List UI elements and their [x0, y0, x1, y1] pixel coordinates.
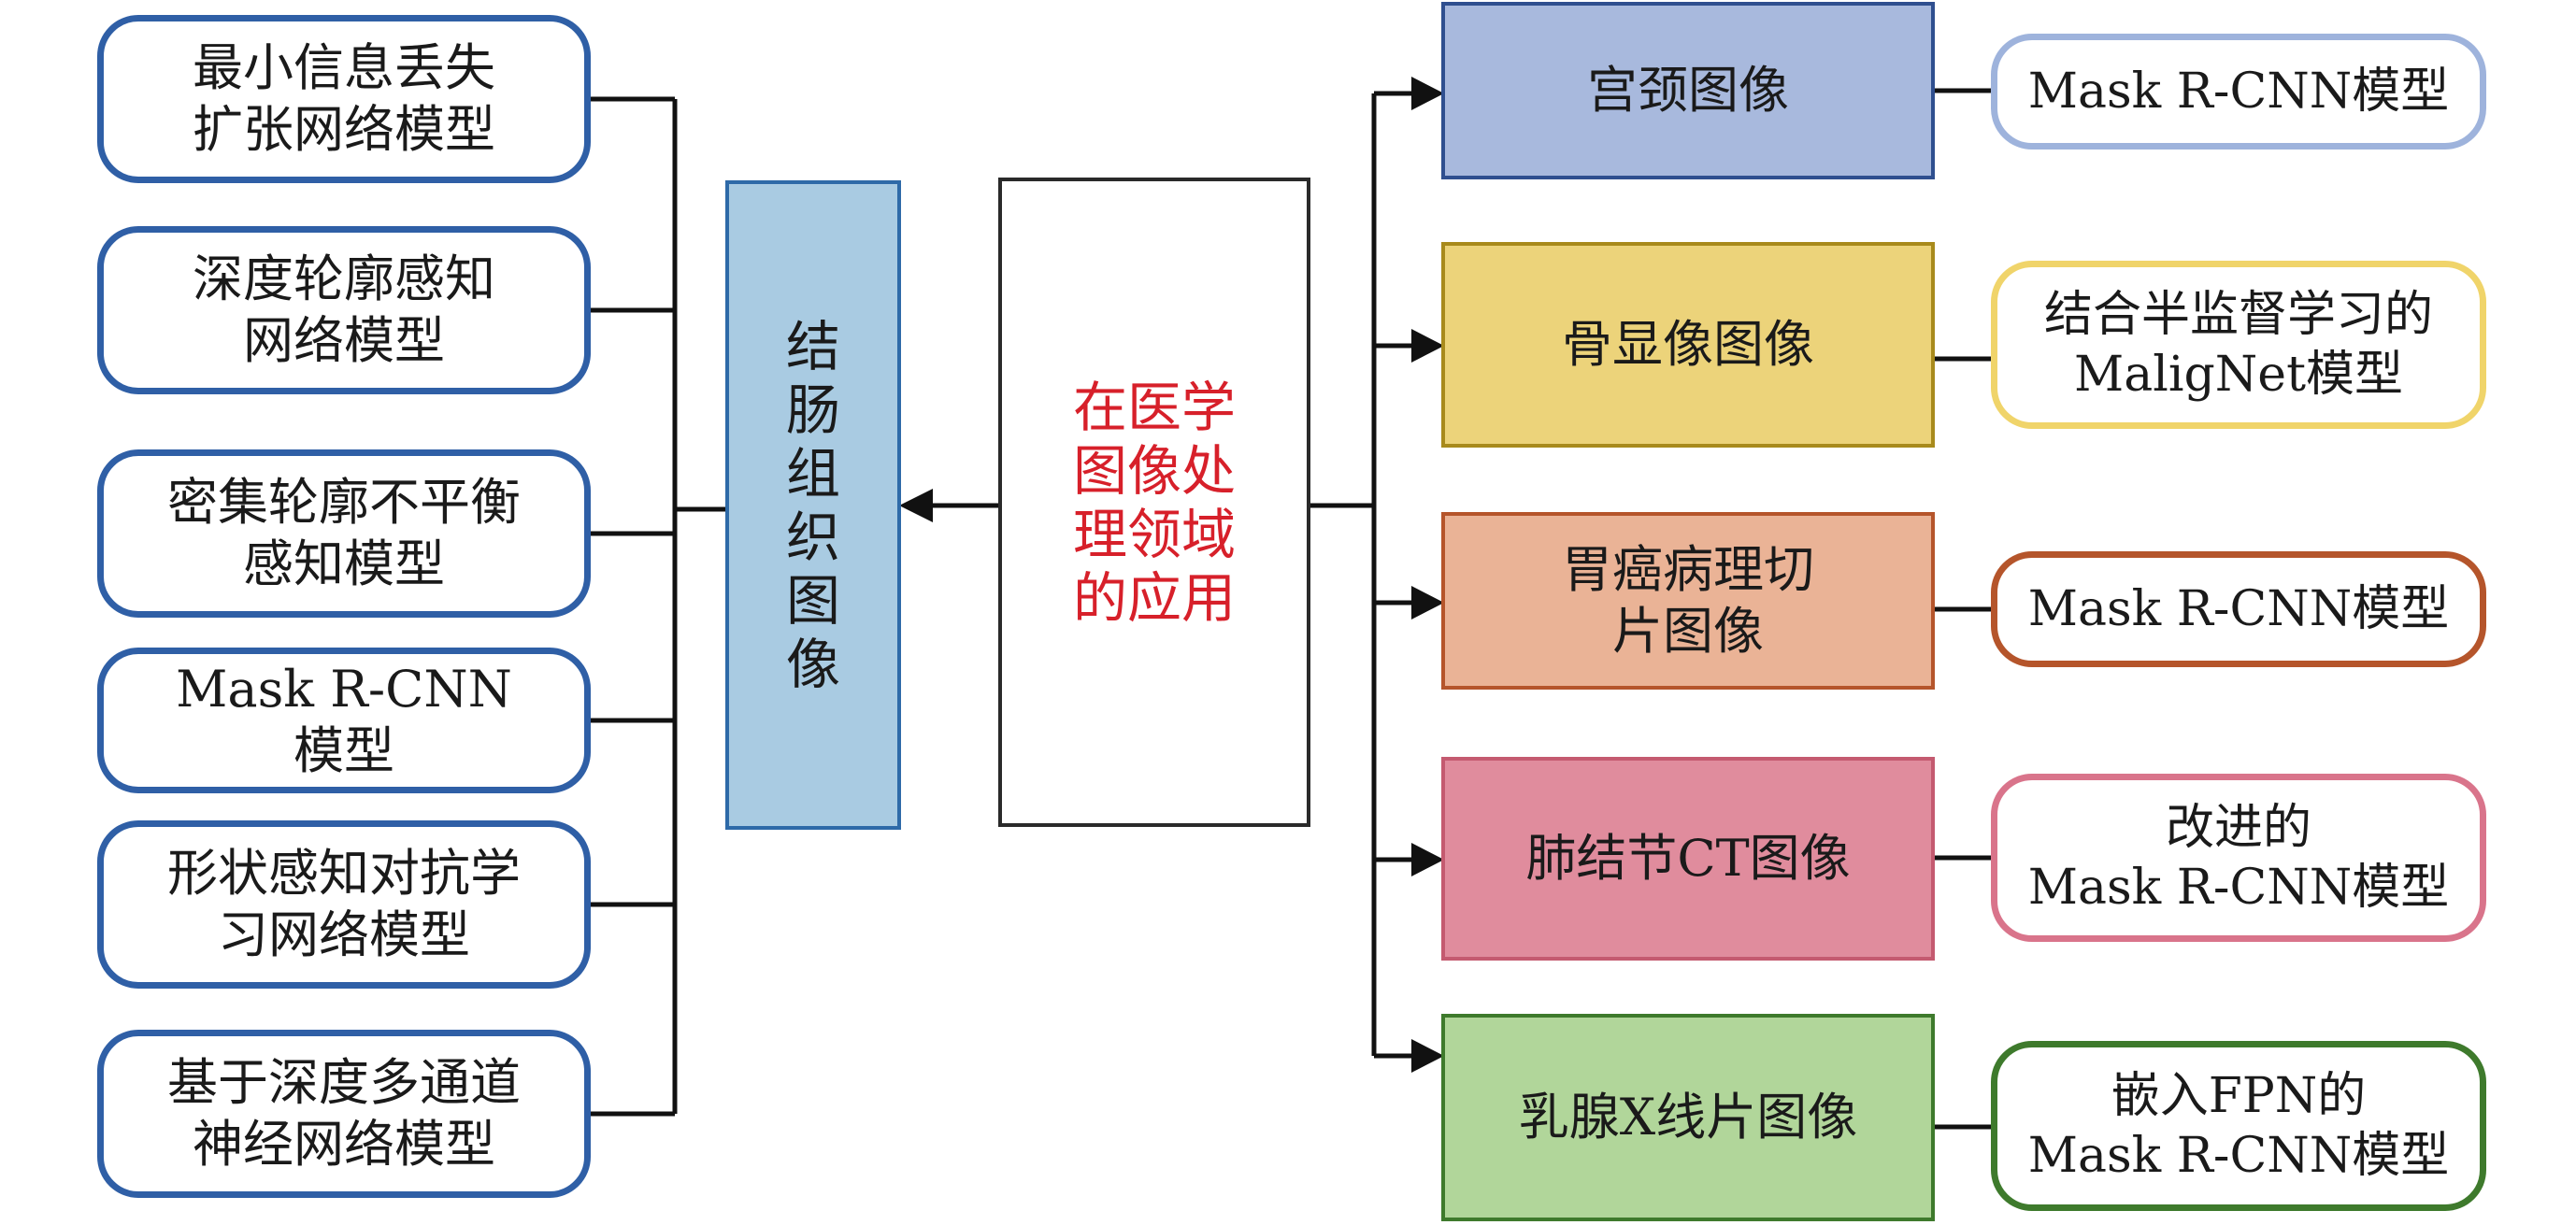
image-type-box-5: 乳腺X线片图像	[1441, 1014, 1935, 1221]
right-model-box-5: 嵌入FPN的 Mask R-CNN模型	[1991, 1041, 2486, 1211]
colon-tissue-label: 结肠组织图像	[785, 314, 840, 696]
left-model-label: 密集轮廓不平衡 感知模型	[167, 473, 521, 593]
arrowhead-image-5	[1411, 1039, 1444, 1073]
left-model-label: 深度轮廓感知 网络模型	[193, 249, 495, 370]
arrowhead-image-1	[1411, 77, 1444, 110]
arrowhead-image-4	[1411, 843, 1444, 876]
left-model-box-5: 形状感知对抗学 习网络模型	[97, 820, 591, 989]
left-model-box-4: Mask R-CNN 模型	[97, 648, 591, 793]
left-model-label: Mask R-CNN 模型	[176, 660, 512, 780]
right-model-box-4: 改进的 Mask R-CNN模型	[1991, 774, 2486, 942]
right-model-label: 结合半监督学习的 MaligNet模型	[2043, 287, 2433, 403]
image-type-label: 肺结节CT图像	[1525, 829, 1851, 888]
right-model-label: 嵌入FPN的 Mask R-CNN模型	[2027, 1068, 2450, 1184]
right-model-box-1: Mask R-CNN模型	[1991, 34, 2486, 150]
arrowhead-image-3	[1411, 586, 1444, 620]
image-type-label: 乳腺X线片图像	[1518, 1088, 1858, 1147]
image-type-box-1: 宫颈图像	[1441, 2, 1935, 179]
right-model-box-3: Mask R-CNN模型	[1991, 551, 2486, 667]
right-model-label: 改进的 Mask R-CNN模型	[2027, 800, 2450, 916]
left-model-box-3: 密集轮廓不平衡 感知模型	[97, 449, 591, 618]
colon-tissue-box: 结肠组织图像	[725, 180, 901, 830]
left-model-box-2: 深度轮廓感知 网络模型	[97, 226, 591, 394]
image-type-label: 胃癌病理切 片图像	[1562, 540, 1814, 661]
arrowhead-colon	[899, 489, 933, 522]
image-type-box-4: 肺结节CT图像	[1441, 757, 1935, 961]
left-model-label: 基于深度多通道 神经网络模型	[167, 1053, 521, 1174]
left-model-label: 形状感知对抗学 习网络模型	[167, 844, 521, 964]
image-type-label: 宫颈图像	[1587, 61, 1789, 120]
left-model-label: 最小信息丢失 扩张网络模型	[193, 38, 495, 159]
image-type-box-3: 胃癌病理切 片图像	[1441, 512, 1935, 690]
right-model-box-2: 结合半监督学习的 MaligNet模型	[1991, 261, 2486, 429]
image-type-label: 骨显像图像	[1562, 315, 1814, 374]
arrowhead-image-2	[1411, 329, 1444, 363]
left-model-box-1: 最小信息丢失 扩张网络模型	[97, 15, 591, 183]
image-type-box-2: 骨显像图像	[1441, 242, 1935, 448]
right-model-label: Mask R-CNN模型	[2027, 581, 2450, 637]
application-label: 在医学图像处理领域的应用	[1072, 375, 1236, 630]
application-box: 在医学图像处理领域的应用	[998, 178, 1310, 827]
right-model-label: Mask R-CNN模型	[2027, 64, 2450, 120]
left-model-box-6: 基于深度多通道 神经网络模型	[97, 1030, 591, 1198]
